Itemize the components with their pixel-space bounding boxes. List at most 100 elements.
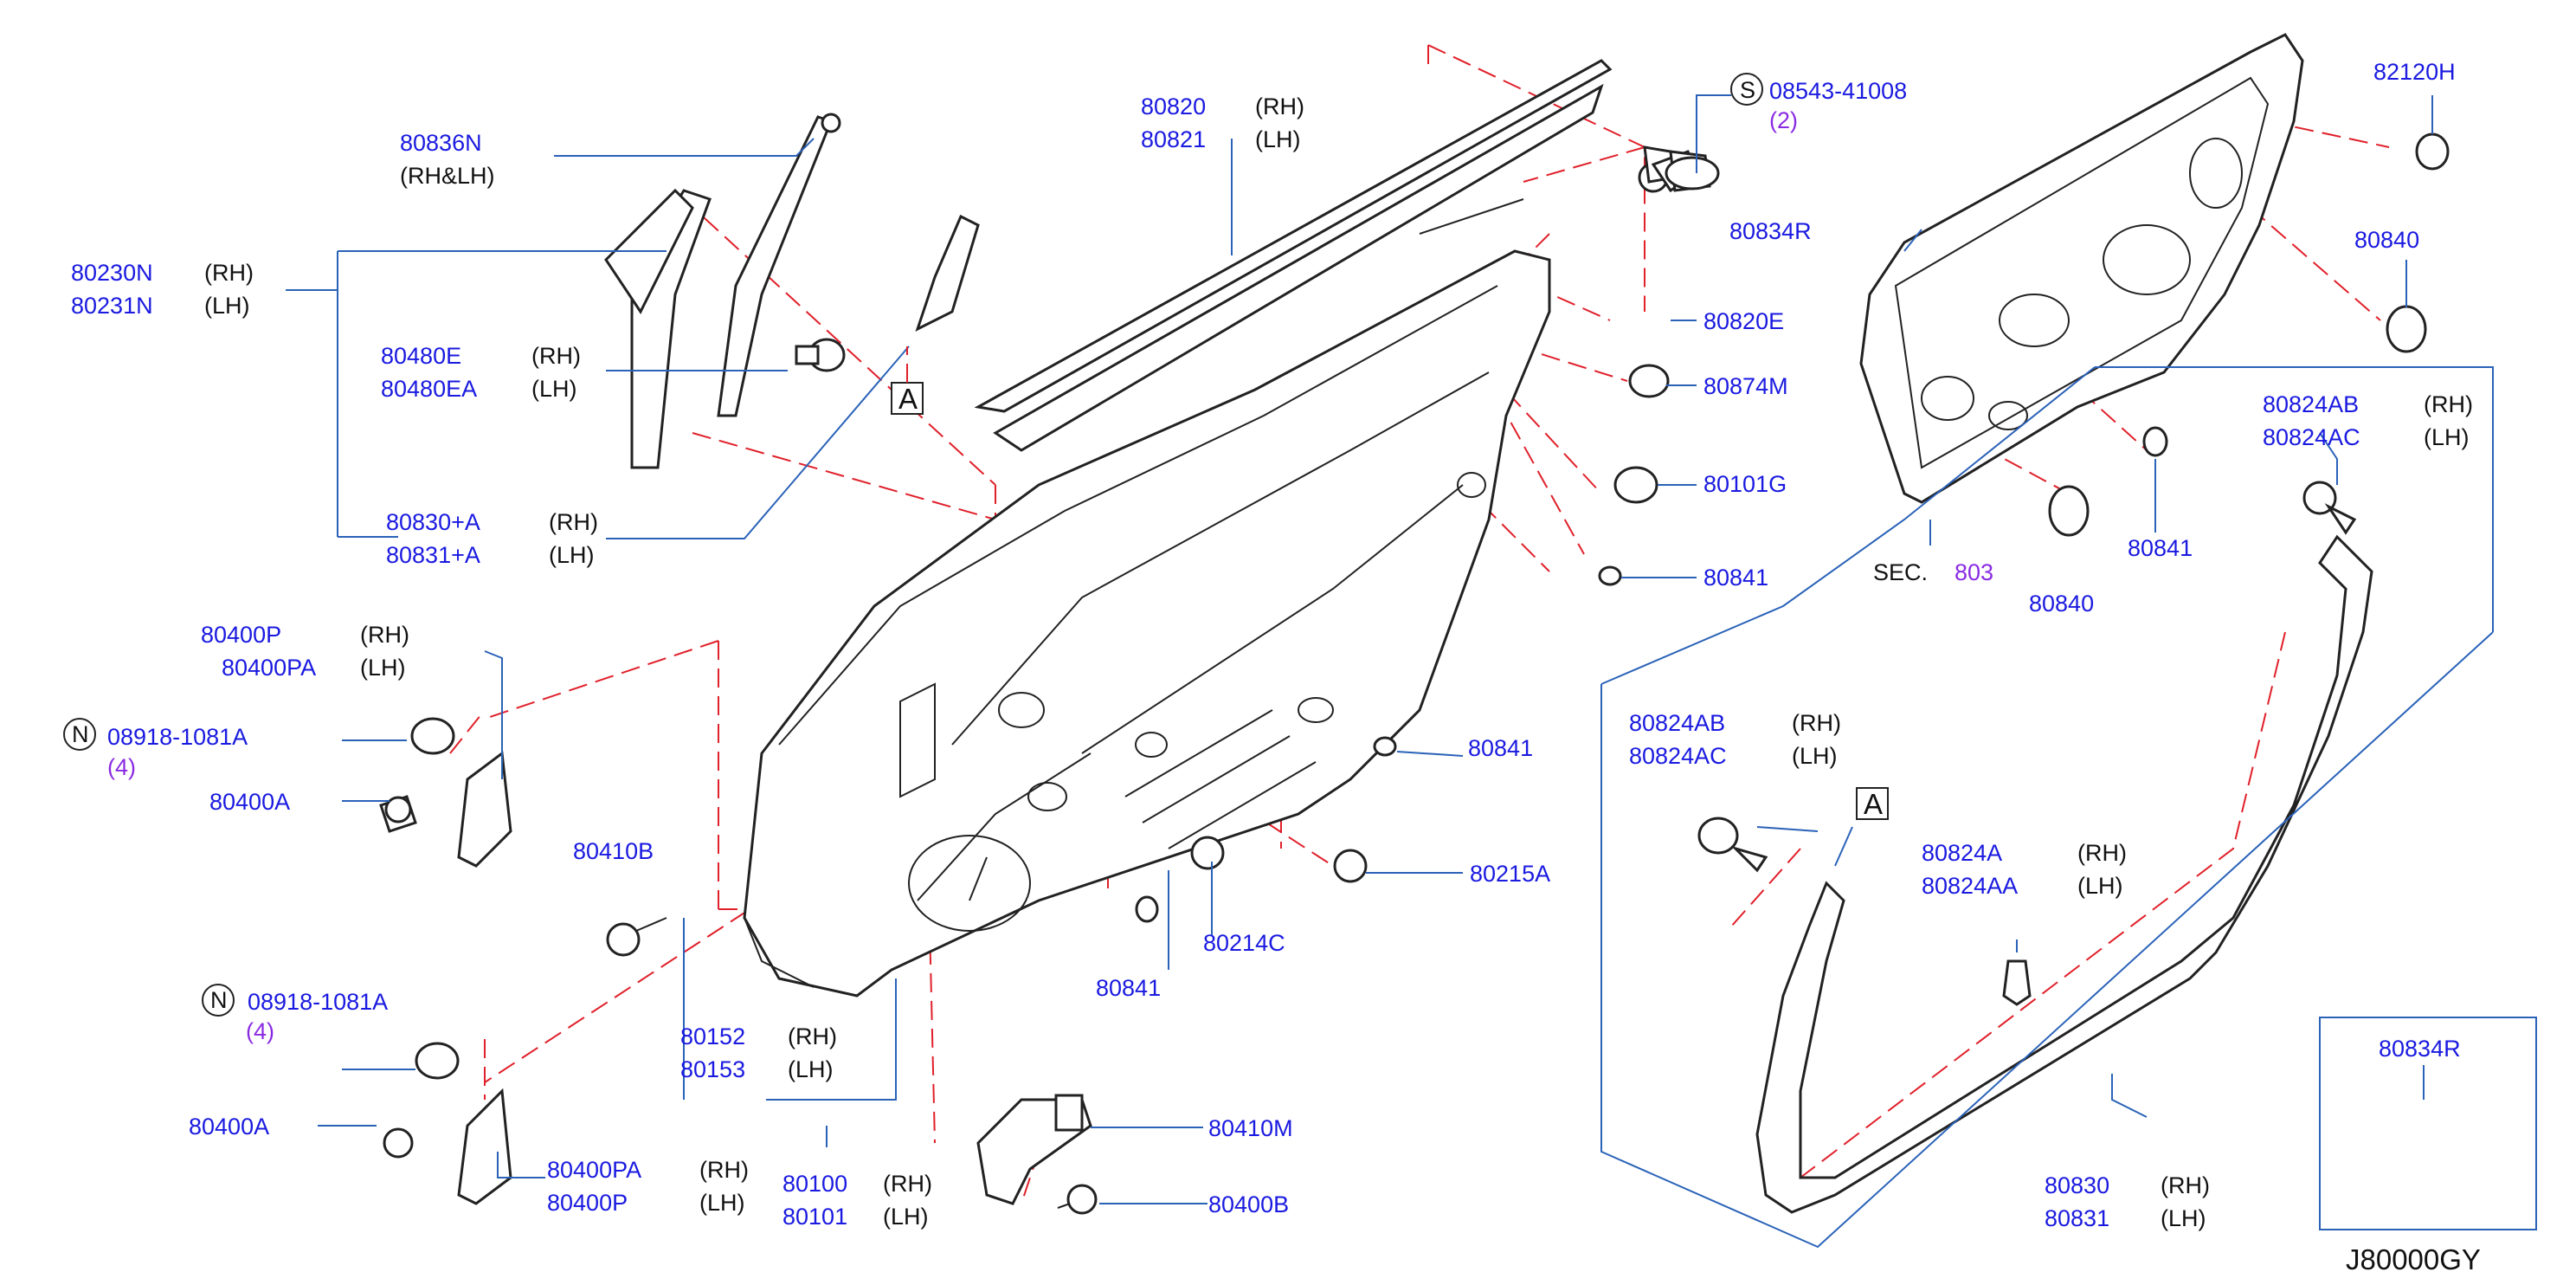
ref-a-label-2: A	[1864, 788, 1883, 820]
part-number: 80840	[2029, 591, 2094, 617]
side-spec: (RH)	[1792, 710, 1841, 736]
quantity: (2)	[1769, 107, 1798, 133]
section-label: SEC.	[1873, 559, 1928, 585]
side-spec: (RH)	[531, 343, 581, 369]
side-spec: (RH)	[788, 1023, 837, 1049]
door-panel	[743, 249, 1551, 998]
part-number: 80841	[1703, 565, 1768, 591]
side-spec: (RH)	[1255, 94, 1304, 119]
part-number: 80230N	[71, 260, 153, 286]
side-spec: (LH)	[531, 376, 577, 402]
side-spec: (RH)	[204, 260, 254, 286]
hinge-bolt	[606, 917, 667, 957]
side-spec: (LH)	[1255, 126, 1301, 152]
lower-hinge	[383, 1042, 512, 1205]
side-spec: (LH)	[883, 1204, 929, 1230]
part-number: 80824AC	[1629, 743, 1727, 769]
ref-box-a1: A	[891, 346, 924, 415]
front-sash	[604, 113, 980, 469]
part-number: 80820E	[1703, 308, 1784, 334]
side-spec: (RH)	[549, 509, 598, 535]
side-spec: (LH)	[788, 1056, 834, 1082]
svg-text:N: N	[210, 987, 228, 1013]
upper-hinge	[379, 717, 512, 868]
part-number: 80831	[2045, 1205, 2109, 1231]
part-number: 80214C	[1203, 930, 1285, 956]
side-spec: (LH)	[2161, 1205, 2206, 1231]
part-number: 80153	[680, 1056, 745, 1082]
part-number: 80400PA	[222, 655, 316, 681]
part-number: 82120H	[2373, 59, 2456, 85]
door-check	[976, 1094, 1098, 1215]
part-number: 80100	[782, 1171, 847, 1197]
part-number: 80410B	[573, 838, 654, 864]
part-number: 80874M	[1703, 373, 1788, 399]
side-spec: (RH)	[699, 1157, 749, 1183]
part-number: 80821	[1141, 126, 1206, 152]
circle-s-icon: S	[1730, 73, 1763, 106]
door-trim-panel	[1859, 33, 2450, 537]
side-spec: (LH)	[1792, 743, 1838, 769]
side-spec: (LH)	[699, 1190, 745, 1216]
side-spec: (RH)	[2161, 1172, 2210, 1198]
glass-run-strips	[969, 59, 1613, 901]
side-spec: (RH)	[2424, 391, 2473, 417]
part-number: 80101	[782, 1204, 847, 1230]
part-number: 80824AB	[2263, 391, 2359, 417]
circle-n-icon-1: N	[63, 718, 96, 751]
part-number: 80824AA	[1922, 873, 2018, 899]
part-number: 08918-1081A	[248, 989, 388, 1015]
part-number: 80400A	[209, 789, 290, 815]
part-number: 80410M	[1208, 1115, 1293, 1141]
part-number: 80400PA	[547, 1157, 641, 1183]
section-number: 803	[1955, 559, 1993, 585]
part-number: 80400P	[201, 622, 281, 648]
side-spec: (LH)	[549, 542, 595, 568]
door-weatherstrip	[1697, 481, 2373, 1214]
part-number: 80824A	[1922, 840, 2002, 866]
part-number: 80841	[2128, 535, 2193, 561]
diagram-code: J80000GY	[2346, 1243, 2481, 1275]
part-number: 80841	[1468, 735, 1533, 761]
side-spec: (RH)	[2077, 840, 2127, 866]
ref-box-a2: A	[1856, 787, 1889, 820]
quantity: (4)	[246, 1018, 274, 1044]
part-number: 80400B	[1208, 1191, 1289, 1217]
part-number: 80231N	[71, 293, 153, 319]
circle-n-icon-2: N	[202, 984, 235, 1017]
part-number: 80831+A	[386, 542, 480, 568]
part-number: 80840	[2354, 227, 2419, 253]
part-number: 80480E	[381, 343, 461, 369]
part-number: 80841	[1096, 975, 1161, 1001]
part-number: 80400P	[547, 1190, 628, 1216]
part-number: 08543-41008	[1769, 78, 1907, 104]
part-number: 80834R	[2379, 1036, 2461, 1062]
part-number: 80101G	[1703, 471, 1787, 497]
part-number: 80400A	[189, 1114, 269, 1140]
part-number: 80480EA	[381, 376, 477, 402]
side-spec: (LH)	[2424, 424, 2470, 450]
side-spec: (LH)	[204, 293, 250, 319]
part-number: 08918-1081A	[107, 724, 248, 750]
part-number: 80215A	[1470, 861, 1550, 887]
side-spec: (RH&LH)	[400, 163, 495, 189]
side-spec: (RH)	[883, 1171, 932, 1197]
part-number: 80152	[680, 1023, 745, 1049]
svg-text:S: S	[1740, 77, 1755, 103]
part-number: 80830	[2045, 1172, 2109, 1198]
part-number: 80830+A	[386, 509, 480, 535]
quantity: (4)	[107, 754, 136, 780]
screw-part	[1665, 150, 1720, 192]
svg-text:N: N	[72, 721, 89, 747]
part-number: 80824AC	[2263, 424, 2360, 450]
part-number: 80834R	[1729, 218, 1812, 244]
side-spec: (RH)	[360, 622, 409, 648]
tape-detail-box	[2319, 1017, 2537, 1230]
part-number: 80824AB	[1629, 710, 1725, 736]
ref-a-label: A	[898, 383, 918, 415]
part-number: 80836N	[400, 130, 482, 156]
leader-lines	[286, 94, 2494, 1249]
part-labels: 80836N (RH&LH) 80230N (RH) 80231N (LH) 8…	[71, 59, 2481, 1275]
side-spec: (LH)	[360, 655, 406, 681]
